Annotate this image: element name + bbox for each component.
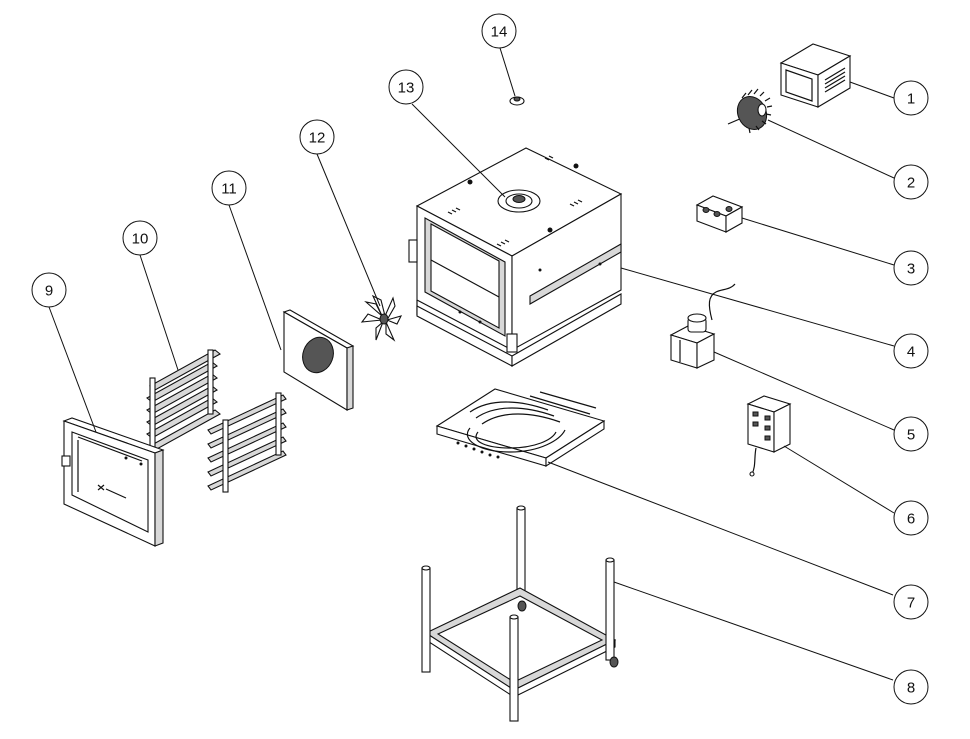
part-1-housing [779,43,852,108]
part-4-oven-chamber [408,147,623,367]
part-3-control-block [695,195,744,233]
callout-9: 9 [31,272,67,308]
callout-14-label: 14 [491,24,508,41]
part-2-motor [727,88,773,134]
part-10-rack-lower [207,392,287,493]
callout-1: 1 [893,80,929,116]
callout-4: 4 [893,333,929,369]
part-12-impeller [360,294,403,342]
part-7-tray [435,388,606,468]
part-9-door [61,417,165,547]
callout-2: 2 [893,164,929,200]
callout-5-label: 5 [907,427,915,444]
callout-7: 7 [893,584,929,620]
part-5-tank [669,283,736,369]
callout-8-label: 8 [907,680,915,697]
callout-13-label: 13 [398,80,415,97]
part-11-baffle [282,309,355,411]
part-8-stand [421,505,619,722]
callout-14: 14 [481,13,517,49]
callout-7-label: 7 [907,595,915,612]
callout-12-label: 12 [309,130,326,147]
callout-6-label: 6 [907,511,915,528]
callout-11-label: 11 [221,181,237,198]
callout-9-label: 9 [45,283,53,300]
callout-4-label: 4 [907,344,915,361]
callout-2-label: 2 [907,175,915,192]
part-6-electrical-box [746,395,792,477]
callout-10-label: 10 [132,231,149,248]
part-10-rack [146,349,221,453]
callout-13: 13 [388,69,424,105]
callout-8: 8 [893,669,929,705]
callout-1-label: 1 [907,91,915,108]
callout-3-label: 3 [907,261,915,278]
callout-12: 12 [299,119,335,155]
leader-lines [48,47,895,681]
callout-3: 3 [893,250,929,286]
part-14-cap [509,96,525,106]
callout-11: 11 [211,170,247,206]
callout-5: 5 [893,416,929,452]
callout-6: 6 [893,500,929,536]
callout-10: 10 [122,220,158,256]
